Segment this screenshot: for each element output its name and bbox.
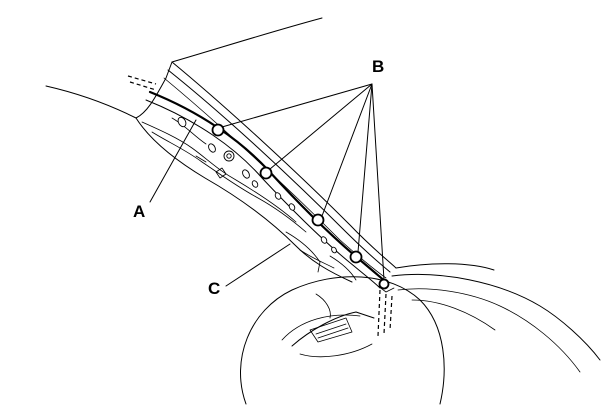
leader-line-c bbox=[225, 243, 291, 287]
label-a: A bbox=[133, 202, 145, 221]
panel-holes bbox=[177, 116, 337, 254]
leader-line-a bbox=[149, 119, 197, 203]
label-c: C bbox=[208, 279, 220, 298]
clip-4 bbox=[349, 250, 363, 264]
steering-wheel bbox=[240, 276, 445, 405]
pillar-outer-contours bbox=[163, 61, 397, 279]
clip-2 bbox=[259, 166, 273, 180]
clip-1 bbox=[211, 123, 225, 137]
clips bbox=[211, 123, 390, 290]
clip-5 bbox=[378, 278, 390, 290]
pillar-inner-panel bbox=[135, 117, 357, 283]
clip-3 bbox=[311, 213, 325, 227]
door-body-outline bbox=[391, 263, 601, 373]
roof-edge-line bbox=[171, 17, 323, 63]
hidden-lines-top bbox=[127, 75, 157, 91]
leader-lines-b bbox=[221, 83, 385, 281]
hidden-lines-bottom bbox=[377, 285, 395, 337]
windshield-edge-line bbox=[45, 61, 173, 119]
label-b: B bbox=[372, 57, 384, 76]
